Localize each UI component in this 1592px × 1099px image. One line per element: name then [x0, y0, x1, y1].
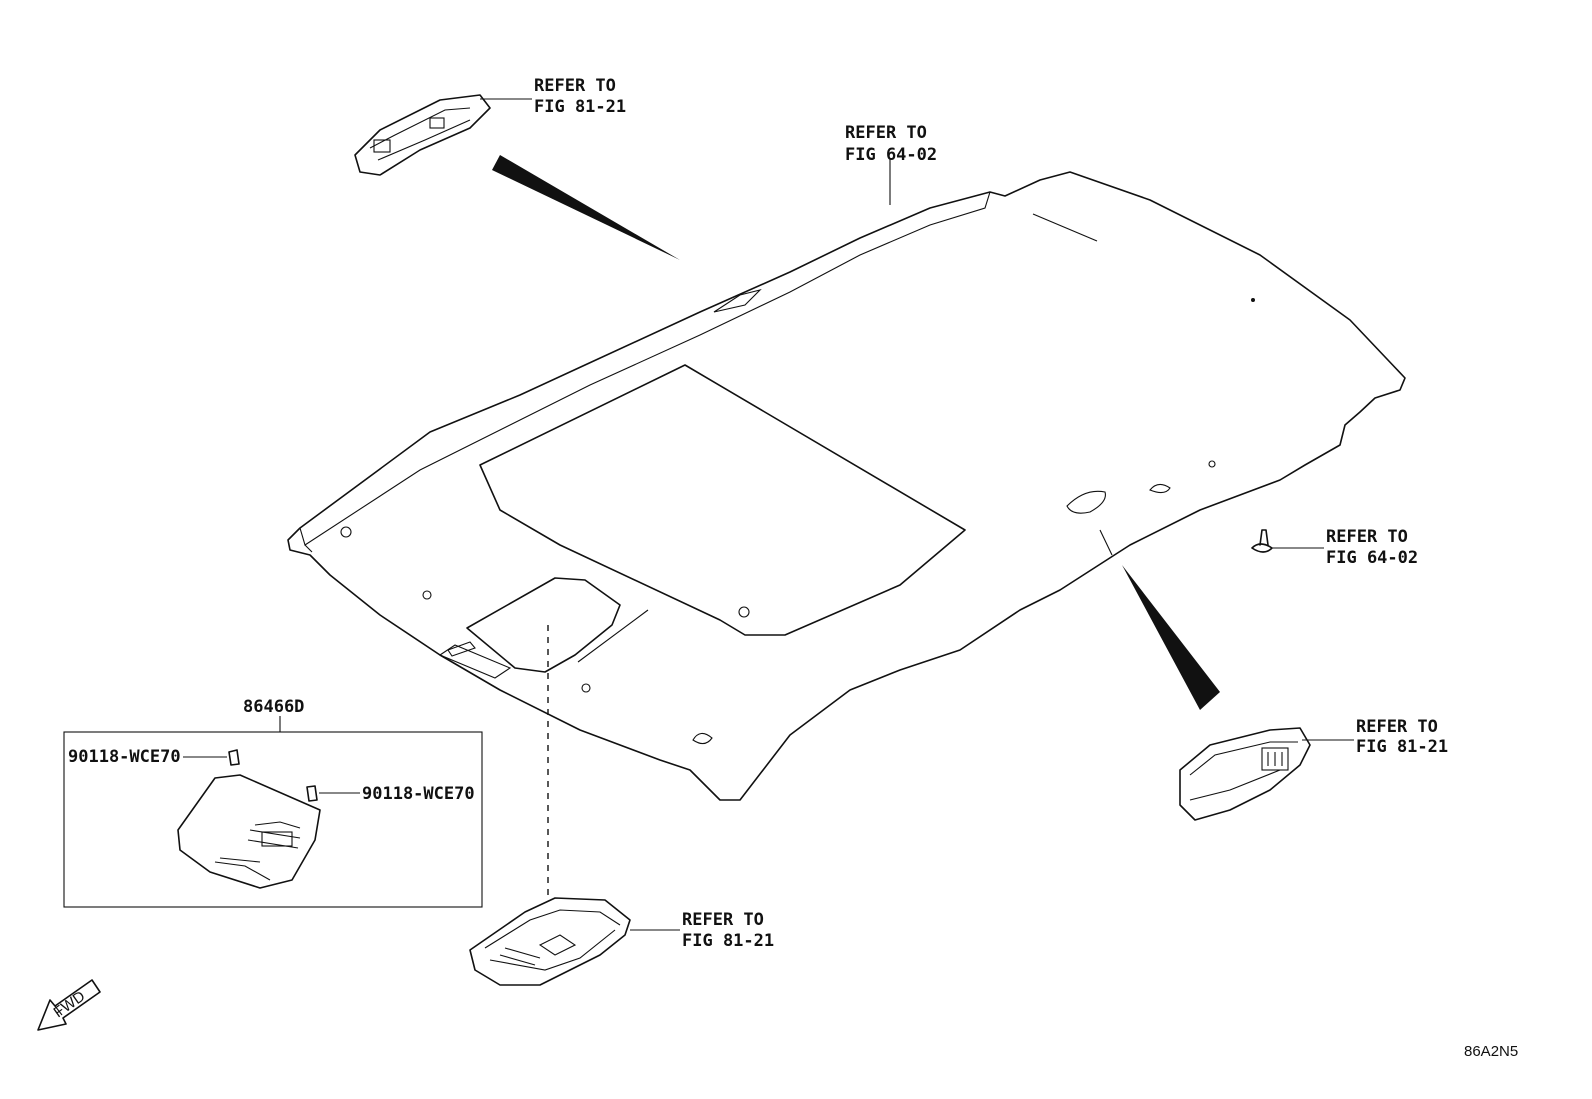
diagram-id: 86A2N5: [1464, 1043, 1518, 1060]
fwd-arrow-icon: FWD: [37, 979, 101, 1031]
console-lamp-bottom: [469, 897, 631, 986]
callout-1-line2: FIG 81-21: [534, 97, 626, 117]
fwd-label: FWD: [51, 988, 89, 1022]
fastener-1-label: 90118-WCE70: [68, 747, 181, 767]
callout-3-line2: FIG 64-02: [1326, 548, 1418, 568]
pointer-wedge-top: [492, 155, 680, 260]
fastener-2-icon: [306, 785, 318, 802]
callout-4-line2: FIG 81-21: [1356, 737, 1448, 757]
callout-4-line1: REFER TO: [1356, 717, 1438, 737]
kit-part-number: 86466D: [243, 697, 304, 717]
callout-2-line1: REFER TO: [845, 123, 927, 143]
fastener-1-icon: [228, 749, 240, 766]
kit-box: 86466D 90118-WCE70 90118-WCE70: [63, 697, 483, 908]
callout-3-line1: REFER TO: [1326, 527, 1408, 547]
pointer-wedge-right: [1122, 565, 1220, 710]
callout-5-line1: REFER TO: [682, 910, 764, 930]
headliner-panel: [287, 171, 1406, 801]
clip-right: [1251, 529, 1273, 553]
callout-1-line1: REFER TO: [534, 76, 616, 96]
map-lamp-top: [354, 94, 491, 176]
callout-5-line2: FIG 81-21: [682, 931, 774, 951]
callout-2-line2: FIG 64-02: [845, 145, 937, 165]
fastener-2-label: 90118-WCE70: [362, 784, 475, 804]
map-lamp-right: [1179, 727, 1311, 821]
